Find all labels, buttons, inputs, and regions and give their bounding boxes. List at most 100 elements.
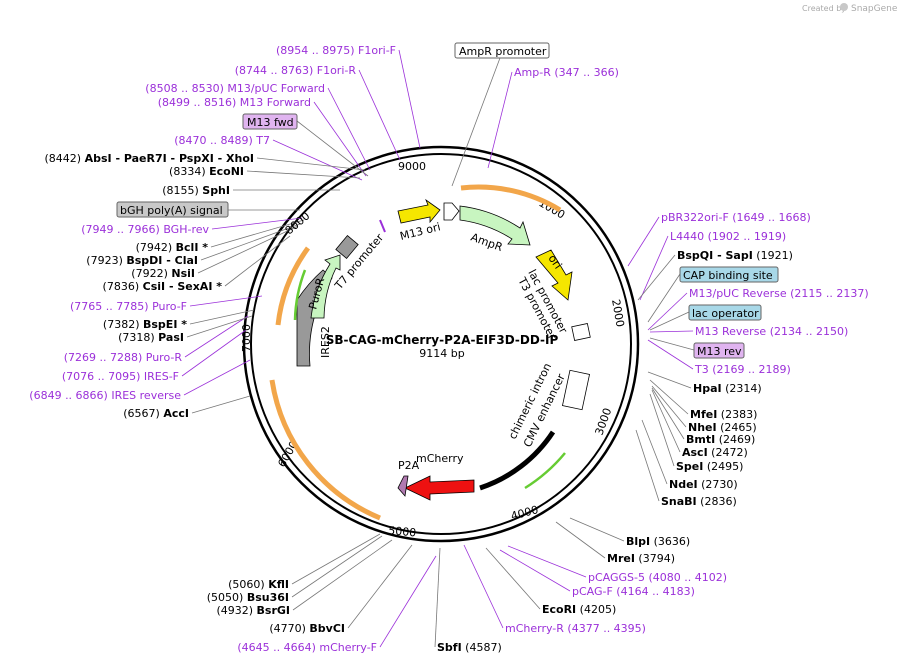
site-line bbox=[186, 315, 253, 338]
backbone-outer bbox=[242, 145, 640, 543]
svg-text:lac operator: lac operator bbox=[692, 307, 759, 320]
label-p2a: P2A bbox=[398, 459, 420, 472]
svg-text:CAP binding site: CAP binding site bbox=[683, 269, 773, 282]
site-line bbox=[637, 254, 676, 301]
svg-text:bGH poly(A) signal: bGH poly(A) signal bbox=[120, 204, 223, 217]
site-label: BlpI (3636) bbox=[626, 535, 690, 548]
primer-line bbox=[639, 235, 669, 301]
cmv-inner-arc bbox=[524, 452, 566, 490]
site-label: MfeI (2383) bbox=[690, 408, 757, 421]
site-label: (7922) NsiI bbox=[131, 267, 195, 280]
backbone-inner bbox=[250, 153, 632, 535]
primer-label: (7269 .. 7288) Puro-R bbox=[64, 351, 183, 364]
site-left-9: (6567) AccI bbox=[123, 407, 189, 420]
site-right-1: HpaI (2314) bbox=[693, 382, 762, 395]
site-line bbox=[434, 547, 441, 648]
site-left-3: (7942) BclI * bbox=[136, 241, 209, 254]
primer-label: T3 (2169 .. 2189) bbox=[694, 363, 791, 376]
site-label: (8155) SphI bbox=[162, 184, 230, 197]
site-label: SbfI (4587) bbox=[437, 641, 502, 654]
primer-line bbox=[313, 101, 367, 177]
primer-label: (7076 .. 7095) IRES-F bbox=[62, 370, 179, 383]
tick-label-8000: 8000 bbox=[283, 209, 313, 237]
cmv-outer-arc bbox=[440, 515, 568, 535]
site-right-9: BlpI (3636) bbox=[626, 535, 690, 548]
primer-right-2: L4440 (1902 .. 1919) bbox=[670, 230, 786, 243]
site-left-11: (5050) Bsu36I bbox=[207, 591, 289, 604]
svg-text:M13 fwd: M13 fwd bbox=[247, 116, 294, 129]
site-line bbox=[197, 225, 299, 274]
tick-label-9000: 9000 bbox=[398, 160, 426, 173]
primer-label: (4645 .. 4664) mCherry-F bbox=[237, 641, 377, 654]
site-label: (6567) AccI bbox=[123, 407, 189, 420]
site-label: MreI (3794) bbox=[607, 552, 675, 565]
site-line bbox=[555, 521, 606, 559]
primer-line bbox=[358, 69, 401, 161]
boxed-lac-operator: lac operator bbox=[688, 304, 762, 321]
site-line bbox=[347, 544, 413, 629]
primer-label: mCherry-R (4377 .. 4395) bbox=[505, 622, 646, 635]
boxed-m13-rev: M13 rev bbox=[693, 342, 745, 359]
primer-line bbox=[272, 139, 363, 181]
ampr-outer-arc bbox=[460, 184, 562, 213]
site-label: EcoRI (4205) bbox=[542, 603, 616, 616]
tick-label-3000: 3000 bbox=[593, 406, 615, 437]
site-right-3: NheI (2465) bbox=[688, 421, 757, 434]
primer-left-2: (8508 .. 8530) M13/pUC Forward bbox=[145, 82, 325, 95]
boxed-cap: CAP binding site bbox=[679, 266, 779, 283]
label-mcherry: mCherry bbox=[416, 452, 464, 465]
primer-label: (8954 .. 8975) F1ori-F bbox=[276, 44, 396, 57]
site-line bbox=[292, 539, 393, 611]
primer-label: (8499 .. 8516) M13 Forward bbox=[158, 96, 311, 109]
site-line bbox=[200, 223, 301, 261]
site-left-12: (4932) BsrGI bbox=[216, 604, 290, 617]
primer-line bbox=[211, 217, 303, 230]
primer-label: (8508 .. 8530) M13/pUC Forward bbox=[145, 82, 325, 95]
ampr-arrow bbox=[459, 205, 531, 246]
site-right-12: SbfI (4587) bbox=[437, 641, 502, 654]
m13-fwd-mark bbox=[379, 219, 386, 233]
primer-label: (8744 .. 8763) F1ori-R bbox=[235, 64, 357, 77]
boxed-line-5 bbox=[649, 337, 695, 351]
primer-right-4: M13 Reverse (2134 .. 2150) bbox=[695, 325, 848, 338]
site-line bbox=[210, 219, 305, 248]
primer-label: pCAGGS-5 (4080 .. 4102) bbox=[588, 571, 727, 584]
primer-label: Amp-R (347 .. 366) bbox=[514, 66, 619, 79]
site-label: (4770) BbvCI bbox=[269, 622, 345, 635]
primer-right-7: pCAG-F (4164 .. 4183) bbox=[572, 585, 695, 598]
site-label: (5060) KflI bbox=[228, 578, 289, 591]
site-left-8: (7318) PasI bbox=[118, 331, 184, 344]
brand-name: SnapGene bbox=[851, 4, 898, 14]
site-label: NdeI (2730) bbox=[669, 478, 738, 491]
site-right-0: BspQI - SapI (1921) bbox=[677, 249, 793, 262]
site-left-10: (5060) KflI bbox=[228, 578, 289, 591]
plasmid-size: 9114 bp bbox=[419, 347, 464, 360]
site-right-5: AscI (2472) bbox=[682, 446, 748, 459]
primer-label: M13 Reverse (2134 .. 2150) bbox=[695, 325, 848, 338]
site-right-10: MreI (3794) bbox=[607, 552, 675, 565]
site-line bbox=[291, 535, 383, 598]
site-line bbox=[246, 170, 361, 179]
site-line bbox=[291, 533, 381, 585]
p2a-arrow bbox=[397, 475, 409, 497]
site-label: (7942) BclI * bbox=[136, 241, 209, 254]
site-line bbox=[651, 387, 685, 440]
boxed-ampr-promoter: AmpR promoter bbox=[454, 42, 550, 59]
boxed-line-4 bbox=[649, 311, 690, 331]
primer-left-9: (6849 .. 6866) IRES reverse bbox=[29, 389, 181, 402]
primer-line bbox=[487, 71, 513, 169]
primer-line bbox=[189, 295, 263, 307]
site-right-11: EcoRI (4205) bbox=[542, 603, 616, 616]
primer-left-1: (8744 .. 8763) F1ori-R bbox=[235, 64, 357, 77]
lac-promoter-box bbox=[571, 323, 591, 341]
primer-line bbox=[183, 359, 251, 396]
primer-label: M13/pUC Reverse (2115 .. 2137) bbox=[689, 287, 869, 300]
site-label: (8442) AbsI - PaeR7I - PspXI - XhoI bbox=[45, 152, 254, 165]
site-label: (8334) EcoNI bbox=[169, 165, 244, 178]
tick-label-2000: 2000 bbox=[609, 298, 627, 328]
primer-left-3: (8499 .. 8516) M13 Forward bbox=[158, 96, 311, 109]
label-iress2: IRES2 bbox=[319, 326, 332, 358]
primer-right-8: mCherry-R (4377 .. 4395) bbox=[505, 622, 646, 635]
primer-right-6: pCAGGS-5 (4080 .. 4102) bbox=[588, 571, 727, 584]
